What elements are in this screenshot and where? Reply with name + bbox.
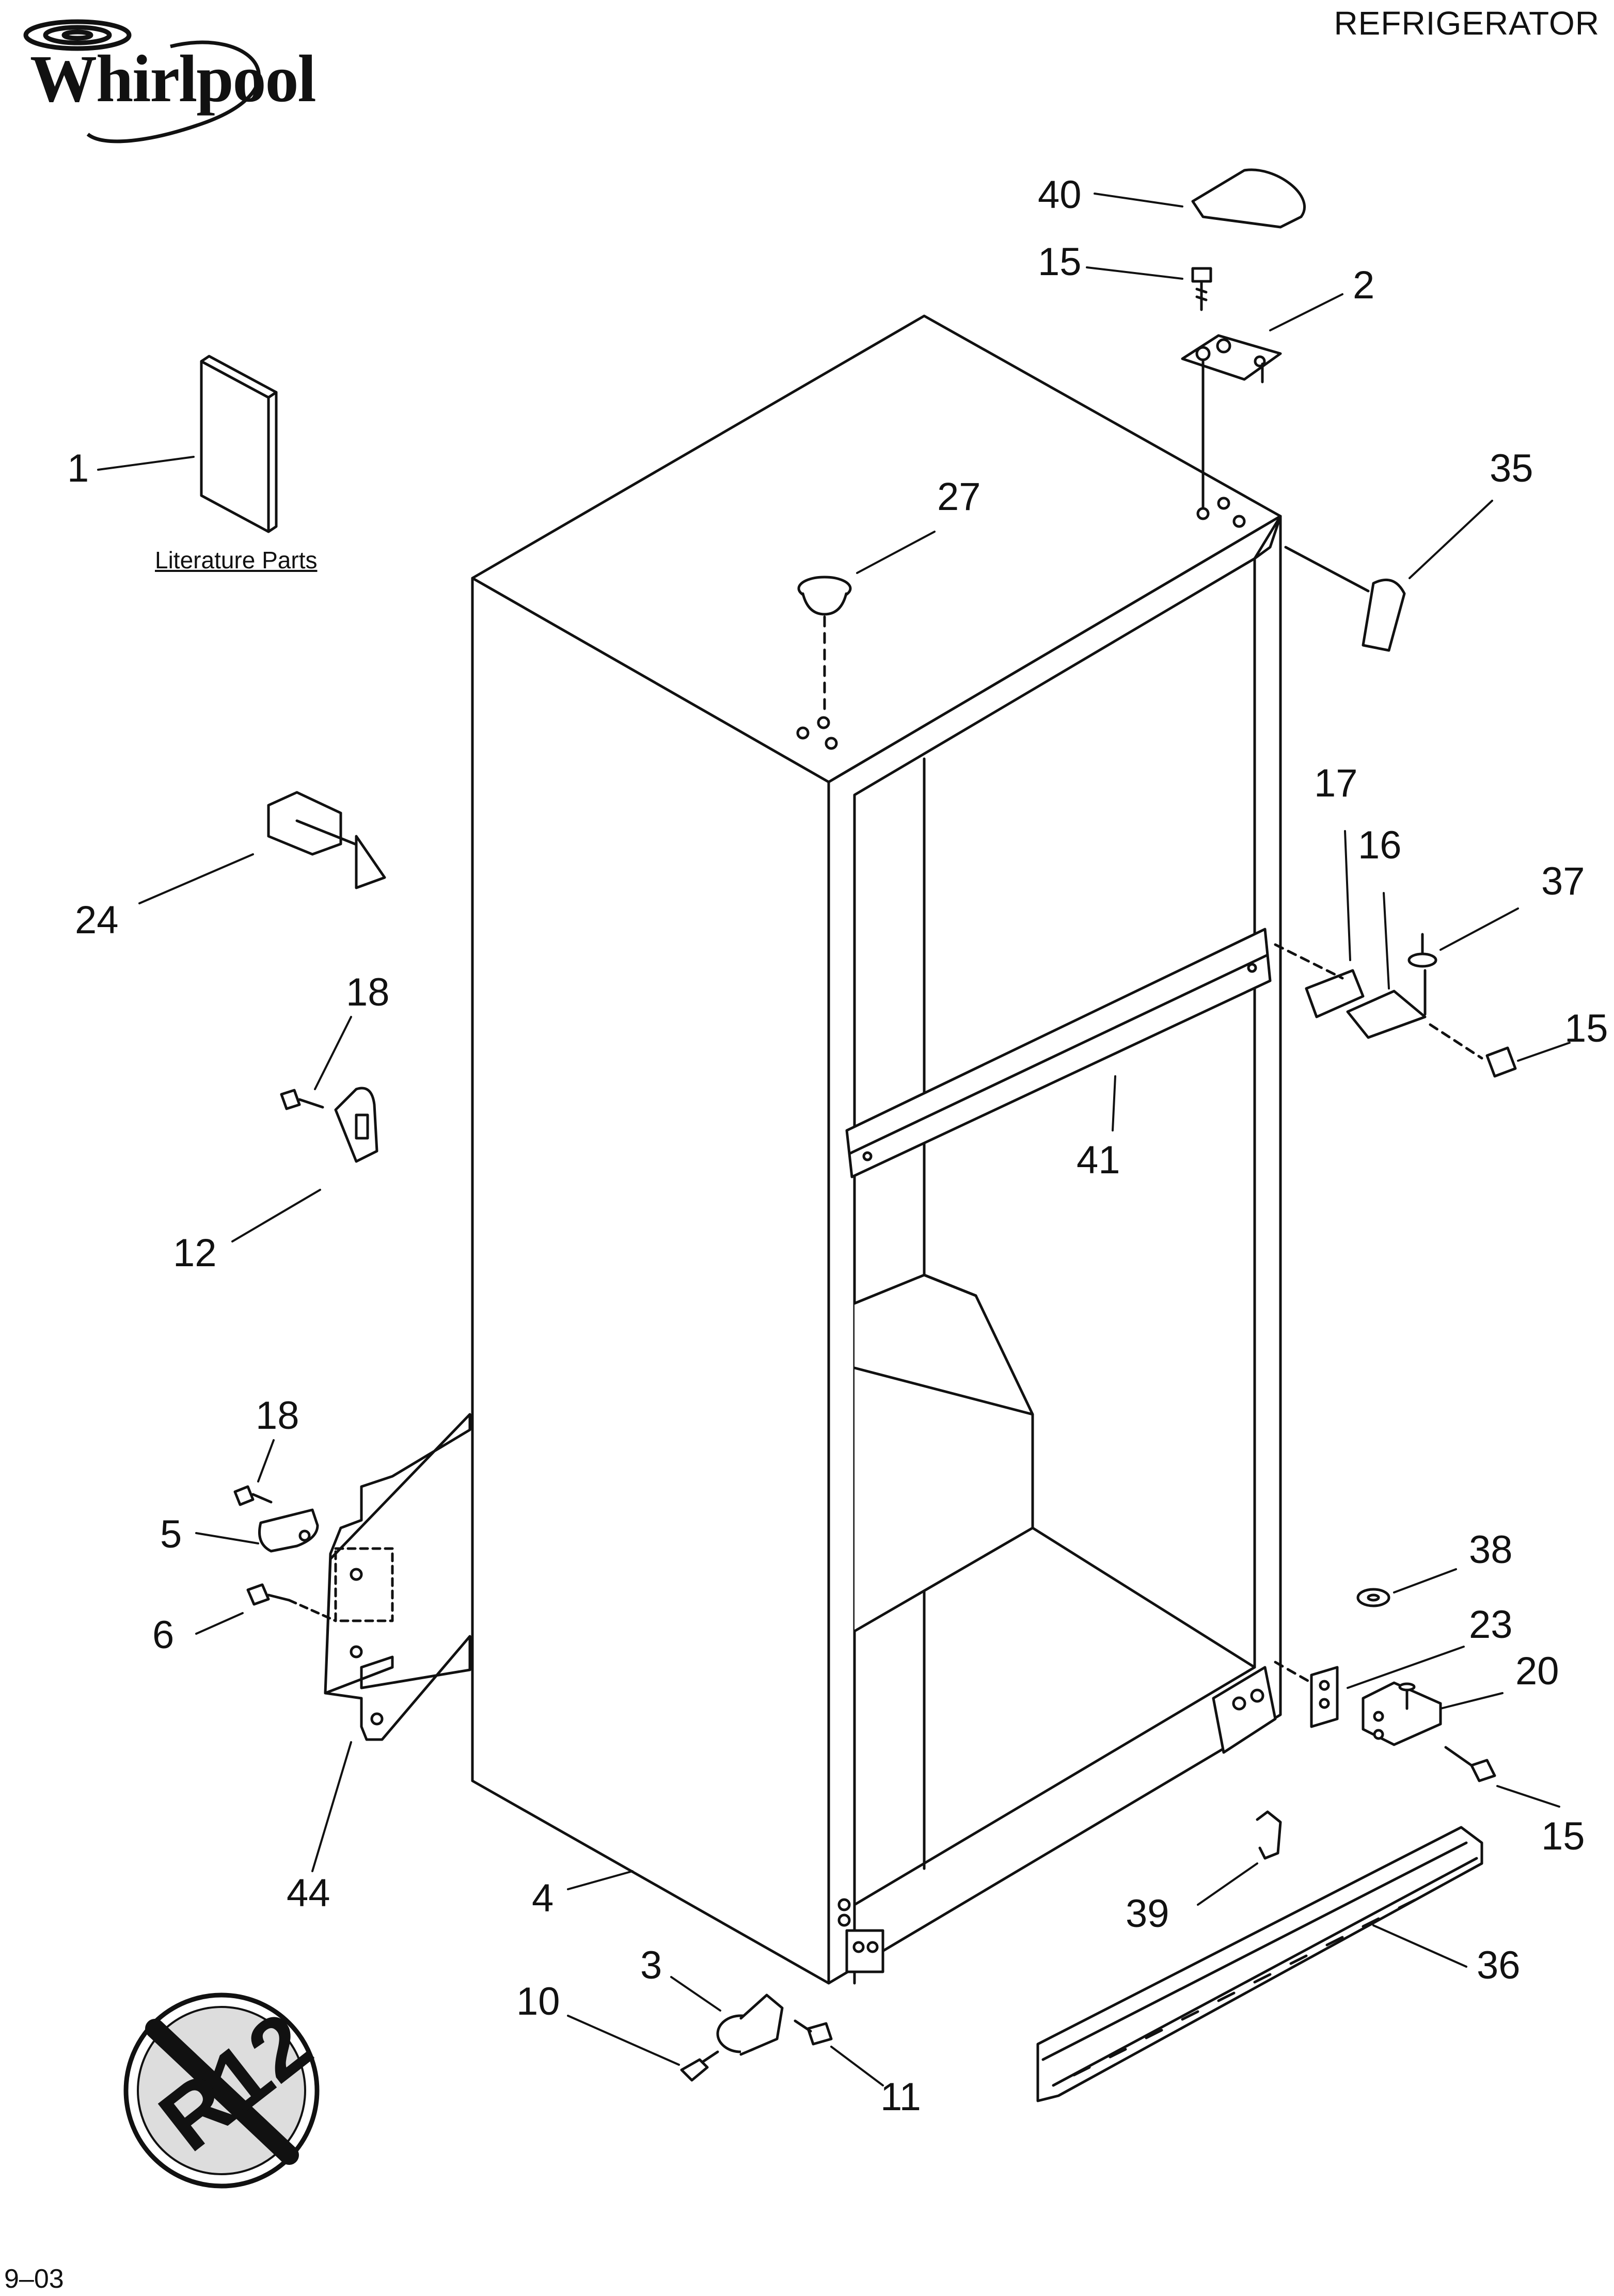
clamp: [258, 1508, 319, 1553]
callout-36: 36: [1477, 1943, 1521, 1987]
callout-3: 3: [640, 1943, 662, 1987]
cabinet-side: [471, 577, 830, 1985]
callout-38: 38: [1469, 1528, 1513, 1572]
callout-18: 18: [346, 970, 390, 1014]
plug-button: [797, 576, 852, 714]
clamp-screw: [233, 1485, 273, 1506]
callout-17: 17: [1314, 761, 1358, 805]
callout-11: 11: [880, 2075, 921, 2119]
callout-6: 6: [152, 1613, 175, 1657]
callout-10: 10: [516, 1980, 560, 2023]
lower-hinge-screw: [1444, 1746, 1496, 1782]
hinge-cap: [1191, 168, 1306, 229]
literature-pack: [200, 355, 278, 533]
callout-2: 2: [1353, 263, 1375, 307]
callout-20: 20: [1515, 1649, 1559, 1693]
lower-hinge: [1274, 1661, 1442, 1746]
literature-parts-label: Literature Parts: [155, 547, 318, 573]
callout-41: 41: [1077, 1138, 1120, 1182]
callout-23: 23: [1469, 1603, 1513, 1647]
callout-18: 18: [256, 1394, 299, 1438]
callout-44: 44: [287, 1871, 330, 1915]
page-title: REFRIGERATOR: [1334, 5, 1600, 42]
leveling-washer: [1356, 1588, 1390, 1607]
lower-mounting-plate: [324, 1413, 471, 1741]
callout-37: 37: [1541, 859, 1585, 903]
grille-clip: [1256, 1810, 1282, 1860]
hinge-cover: [1284, 546, 1406, 652]
toe-grille: [1036, 1826, 1483, 2102]
cabinet-opening: [853, 557, 1256, 1906]
date-code: 9–03: [4, 2264, 64, 2294]
callout-12: 12: [173, 1231, 217, 1275]
door-closer-bracket: [280, 1087, 378, 1163]
callout-5: 5: [160, 1512, 182, 1556]
divider-rail: [845, 928, 1272, 1178]
callout-4: 4: [532, 1876, 554, 1920]
callout-39: 39: [1126, 1892, 1169, 1936]
r12-prohibited-badge: [123, 1992, 320, 2189]
cabinet: [471, 314, 1282, 1985]
whirlpool-logo: [23, 19, 261, 144]
door-stop: [267, 791, 386, 889]
center-hinge: [1274, 933, 1517, 1078]
callout-16: 16: [1358, 823, 1402, 867]
callout-24: 24: [75, 898, 119, 942]
callout-35: 35: [1490, 447, 1533, 490]
callout-15: 15: [1541, 1814, 1585, 1858]
swirl-icon: [23, 19, 261, 144]
cam-screw: [794, 2019, 833, 2046]
cam-pin: [680, 2050, 719, 2082]
bottom-hinge-bracket: [837, 1666, 1277, 1973]
callout-40: 40: [1038, 173, 1082, 217]
callout-15: 15: [1564, 1007, 1608, 1050]
callout-15: 15: [1038, 240, 1082, 284]
callout-1: 1: [67, 447, 89, 490]
leader-lines: [97, 193, 1571, 2086]
plate-screw: [246, 1583, 337, 1622]
door-closer-cam: [716, 1994, 784, 2056]
top-hinge-screw: [1191, 267, 1212, 311]
top-hinge: [1181, 334, 1282, 510]
callout-27: 27: [937, 475, 981, 519]
brand-wordmark: Whirlpool: [30, 42, 317, 116]
